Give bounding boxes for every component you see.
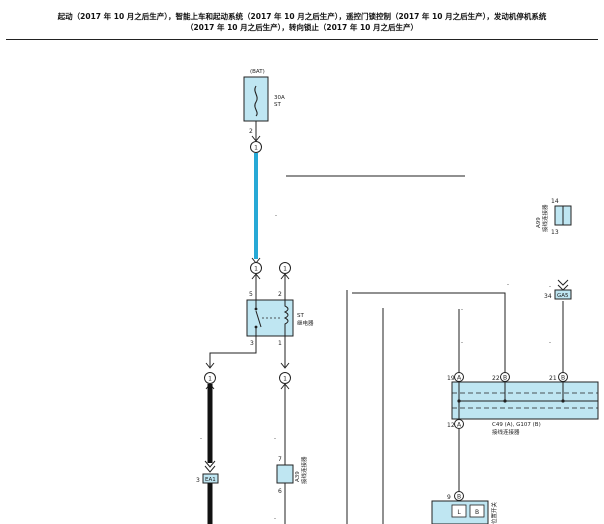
junction-pin-19: 19 [447, 375, 455, 382]
connector-a99-label: 接线连接器 [541, 204, 549, 232]
relay-name: ST [297, 313, 304, 319]
page-title: 起动（2017 年 10 月之后生产），智能上车和起动系统（2017 年 10 … [0, 11, 604, 33]
a39-pin-bottom: 6 [278, 488, 282, 495]
position-switch: 9 B L B 位置开关 [431, 491, 498, 524]
connector-relay-in-right-label: 1 [283, 266, 287, 273]
wire-to-junction-22 [352, 292, 506, 374]
junction-pin-21: 21 [549, 375, 557, 382]
fuse-source-label: (BAT) [250, 69, 265, 75]
fuse-pin: 2 [249, 128, 253, 135]
a99-pin-top: 14 [551, 198, 559, 205]
wire-relay-out-left [209, 336, 257, 368]
switch-pin-letter: B [457, 494, 461, 501]
junction-pin-12-letter: A [457, 422, 462, 429]
fuse-body [243, 76, 269, 122]
relay-pin-in-left: 5 [249, 291, 253, 298]
junction-block: 19 A 22 B 21 B 12 A C49 (A), G107 (B) 接线… [447, 372, 599, 436]
wire-mark-7: - [507, 282, 509, 288]
page-title-line-1: 起动（2017 年 10 月之后生产），智能上车和起动系统（2017 年 10 … [57, 12, 547, 21]
connector-a99-code: A99 [536, 217, 542, 228]
page-title-line-2: （2017 年 10 月之后生产），转向锁止（2017 年 10 月之后生产） [185, 23, 419, 32]
wire-mark-1: - [200, 436, 202, 442]
fuse-30a-st: (BAT) 30A ST 2 [243, 69, 285, 135]
connector-a99: 14 13 A99 接线连接器 [536, 198, 572, 236]
wire-mark-6: - [461, 340, 463, 346]
relay-contact [255, 310, 262, 328]
switch-label: 位置开关 [490, 501, 498, 524]
junction-pin-21-letter: B [561, 375, 565, 382]
wire-mark-5: - [461, 307, 463, 313]
a99-pin-bottom: 13 [551, 229, 559, 236]
arrow-down-icon [205, 362, 215, 369]
junction-pin-12: 12 [447, 422, 455, 429]
connector-ga5-code: GA5 [557, 293, 569, 299]
relay-pin-out-left: 3 [250, 340, 254, 347]
connector-a39 [276, 464, 294, 484]
junction-block-label-2: 接线连接器 [492, 428, 520, 436]
connector-circle-top [250, 141, 262, 153]
connector-relay-out-right-label: 1 [283, 376, 287, 383]
connector-ea1-pin: 3 [196, 477, 200, 484]
a39-pin-top: 7 [278, 456, 282, 463]
fuse-element-icon [254, 85, 258, 117]
junction-block-label-1: C49 (A), G107 (B) [492, 422, 541, 428]
switch-cell-right: B [475, 509, 479, 516]
chevron-down-icon [557, 279, 569, 291]
switch-pin-number: 9 [447, 494, 451, 501]
junction-pin-19-letter: A [457, 375, 462, 382]
connector-a39-code: A39 [295, 471, 301, 482]
chevron-down-icon [204, 460, 216, 473]
relay-pin-in-right: 2 [278, 291, 282, 298]
wire-mark-8: - [549, 284, 551, 290]
relay-coil-icon [283, 300, 289, 336]
fuse-rating: 30A [274, 95, 285, 101]
relay-st: ST 继电器 [246, 299, 314, 337]
relay-pin-out-right: 1 [278, 340, 282, 347]
wire-mark-9: - [549, 340, 551, 346]
title-rule [6, 39, 598, 40]
junction-pin-22: 22 [492, 375, 500, 382]
arrow-down-icon [280, 362, 290, 369]
switch-cell-left: L [457, 509, 461, 516]
wire-mark-3: - [274, 516, 276, 522]
connector-relay-in-left-label: 1 [254, 266, 258, 273]
connector-a39-label: 接线连接器 [300, 456, 308, 484]
fuse-name: ST [274, 102, 281, 108]
connector-circle-top-label: 1 [254, 145, 258, 152]
wire-mark-4: - [275, 213, 277, 219]
connector-ga5-pin: 34 [544, 293, 552, 300]
relay-label: 继电器 [297, 319, 314, 327]
junction-pin-22-letter: B [503, 375, 507, 382]
connector-relay-out-left-label: 1 [208, 376, 212, 383]
connector-ea1-code: EA1 [205, 477, 216, 483]
wire-mark-2: - [274, 436, 276, 442]
connector-ga5 [554, 289, 572, 300]
